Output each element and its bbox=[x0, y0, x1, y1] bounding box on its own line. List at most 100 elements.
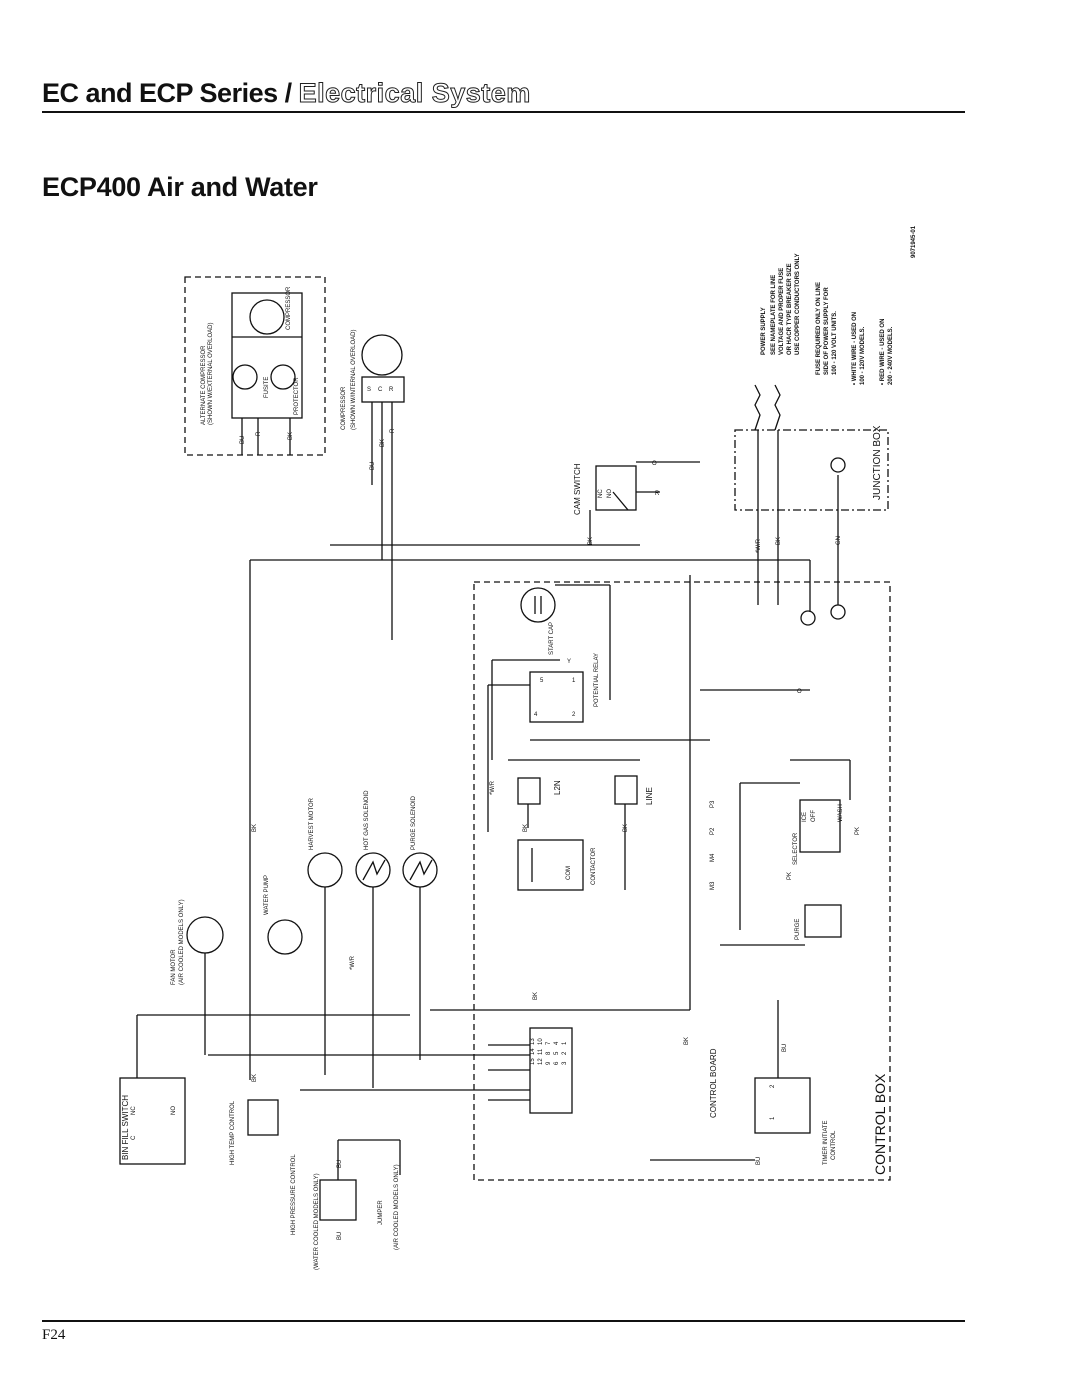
term-nc: NC bbox=[598, 489, 604, 498]
series-title: EC and ECP Series / Electrical System bbox=[42, 78, 531, 109]
wire-bk-10: BK bbox=[252, 1074, 258, 1082]
label-ice: ICE bbox=[802, 812, 808, 822]
label-hot-gas-solenoid: HOT GAS SOLENOID bbox=[364, 790, 370, 850]
label-purge: PURGE bbox=[795, 919, 801, 940]
label-junction-box: JUNCTION BOX bbox=[872, 425, 883, 500]
relay-term-1: 1 bbox=[572, 678, 576, 684]
wire-wr-3: *W/R bbox=[350, 955, 356, 970]
diagram-title: ECP400 Air and Water bbox=[42, 172, 318, 202]
wire-bu-3: BU bbox=[782, 1044, 788, 1052]
wire-bk-3: BK bbox=[588, 537, 594, 545]
bin-term-no: NO bbox=[171, 1106, 177, 1115]
bin-term-nc: NC bbox=[131, 1106, 137, 1115]
header-rule bbox=[42, 111, 965, 113]
board-pin: 4 bbox=[554, 1041, 560, 1045]
label-potential-relay: POTENTIAL RELAY bbox=[594, 653, 600, 707]
wire-wr-2: *W/R bbox=[490, 780, 496, 795]
wire-bk-8: BK bbox=[533, 992, 539, 1000]
note-line-5: FUSE REQUIRED ONLY ON LINE bbox=[816, 282, 822, 375]
board-pin: 10 bbox=[538, 1038, 544, 1045]
note-line-9: 100 - 120V MODELS. bbox=[860, 326, 866, 385]
relay-term-5: 5 bbox=[540, 678, 544, 684]
label-timer-control: CONTROL bbox=[831, 1130, 837, 1160]
label-fan-motor-note: (AIR COOLED MODELS ONLY) bbox=[179, 899, 185, 985]
series-label: EC and ECP Series / bbox=[42, 78, 292, 108]
relay-term-4: 4 bbox=[534, 712, 538, 718]
label-purge-solenoid: PURGE SOLENOID bbox=[411, 795, 417, 850]
page-number: F24 bbox=[42, 1327, 66, 1343]
note-line-2: VOLTAGE AND PROPER FUSE bbox=[779, 268, 785, 355]
term-s: S bbox=[367, 387, 371, 393]
label-control-board: CONTROL BOARD bbox=[709, 1048, 718, 1118]
note-line-6: SIDE OF POWER SUPPLY FOR bbox=[824, 287, 830, 375]
board-pin: 12 bbox=[538, 1058, 544, 1065]
board-pin: 13 bbox=[530, 1038, 536, 1045]
wire-bk-2: BK bbox=[380, 439, 386, 447]
note-line-3: OR HACR TYPE BREAKER SIZE bbox=[787, 263, 793, 355]
wire-bk-1: BK bbox=[288, 432, 294, 440]
board-pin: 3 bbox=[562, 1061, 568, 1065]
timer-term-2: 2 bbox=[770, 1084, 776, 1088]
note-line-8: • WHITE WIRE - USED ON bbox=[852, 312, 858, 385]
wire-pk-2: PK bbox=[787, 872, 793, 880]
board-pin: 14 bbox=[530, 1048, 536, 1055]
label-control-box: CONTROL BOX bbox=[872, 1073, 888, 1175]
label-water-cooled-note: (WATER COOLED MODELS ONLY) bbox=[314, 1173, 320, 1270]
label-timer-initiate: TIMER INITIATE bbox=[823, 1120, 829, 1165]
part-number: 9071945-01 bbox=[911, 225, 917, 258]
board-pin: 1 bbox=[562, 1041, 568, 1045]
wire-r-1: R bbox=[256, 431, 262, 436]
board-pin: 5 bbox=[554, 1051, 560, 1055]
term-r: R bbox=[389, 387, 394, 393]
wire-r-2: R bbox=[390, 428, 396, 433]
label-cam-switch: CAM SWITCH bbox=[573, 463, 582, 515]
label-compressor: COMPRESSOR bbox=[286, 286, 292, 330]
board-pin: 9 bbox=[546, 1061, 552, 1065]
label-harvest-motor: HARVEST MOTOR bbox=[309, 797, 315, 850]
note-line-7: 100 - 120 VOLT UNITS. bbox=[832, 311, 838, 375]
label-water-pump: WATER PUMP bbox=[264, 875, 270, 915]
bin-term-c: C bbox=[131, 1135, 137, 1140]
label-compressor-2-note: (SHOWN W/INTERNAL OVERLOAD) bbox=[351, 330, 357, 430]
note-line-10: • RED WIRE - USED ON bbox=[880, 319, 886, 385]
relay-term-2: 2 bbox=[572, 712, 576, 718]
wire-bu-2: BU bbox=[370, 462, 376, 470]
label-protector: PROTECTOR bbox=[294, 377, 300, 415]
wire-bu-4: BU bbox=[756, 1157, 762, 1165]
note-line-11: 200 - 240V MODELS. bbox=[888, 326, 894, 385]
label-com: COM bbox=[566, 866, 572, 880]
board-pin: 6 bbox=[554, 1061, 560, 1065]
wire-o-1: O bbox=[652, 461, 657, 467]
wire-o-2: O bbox=[797, 689, 802, 695]
label-alt-compressor-note: (SHOWN W/EXTERNAL OVERLOAD) bbox=[208, 323, 214, 425]
term-m3: M3 bbox=[710, 881, 716, 890]
wire-gn-1: GN bbox=[836, 536, 842, 545]
board-pin: 11 bbox=[538, 1048, 544, 1055]
note-line-1: SEE NAMEPLATE FOR LINE bbox=[771, 275, 777, 355]
footer-rule bbox=[42, 1320, 965, 1322]
board-pin: 2 bbox=[562, 1051, 568, 1055]
label-jumper-note: (AIR COOLED MODELS ONLY) bbox=[394, 1164, 400, 1250]
label-wash: WASH bbox=[838, 804, 844, 822]
wire-bu-1: BU bbox=[240, 436, 246, 444]
wire-y: Y bbox=[567, 659, 571, 665]
label-contactor: CONTACTOR bbox=[591, 847, 597, 885]
section-label: Electrical System bbox=[298, 78, 531, 109]
wire-bu-5: BU bbox=[337, 1160, 343, 1168]
term-p3: P3 bbox=[710, 800, 716, 808]
label-alt-compressor: ALTERNATE COMPRESSOR bbox=[201, 345, 207, 425]
wire-bk-4: BK bbox=[776, 537, 782, 545]
wire-pk-1: PK bbox=[855, 827, 861, 835]
wire-bk-5: BK bbox=[252, 824, 258, 832]
label-selector: SELECTOR bbox=[793, 832, 799, 865]
wire-bk-9: BK bbox=[684, 1037, 690, 1045]
wire-bk-7: BK bbox=[623, 824, 629, 832]
wire-bu-6: BU bbox=[337, 1232, 343, 1240]
board-pin: 15 bbox=[530, 1058, 536, 1065]
label-compressor-2: COMPRESSOR bbox=[341, 386, 347, 430]
board-pin: 8 bbox=[546, 1051, 552, 1055]
label-bin-fill-switch: BIN FILL SWITCH bbox=[121, 1095, 130, 1160]
label-line: LINE bbox=[645, 787, 654, 805]
